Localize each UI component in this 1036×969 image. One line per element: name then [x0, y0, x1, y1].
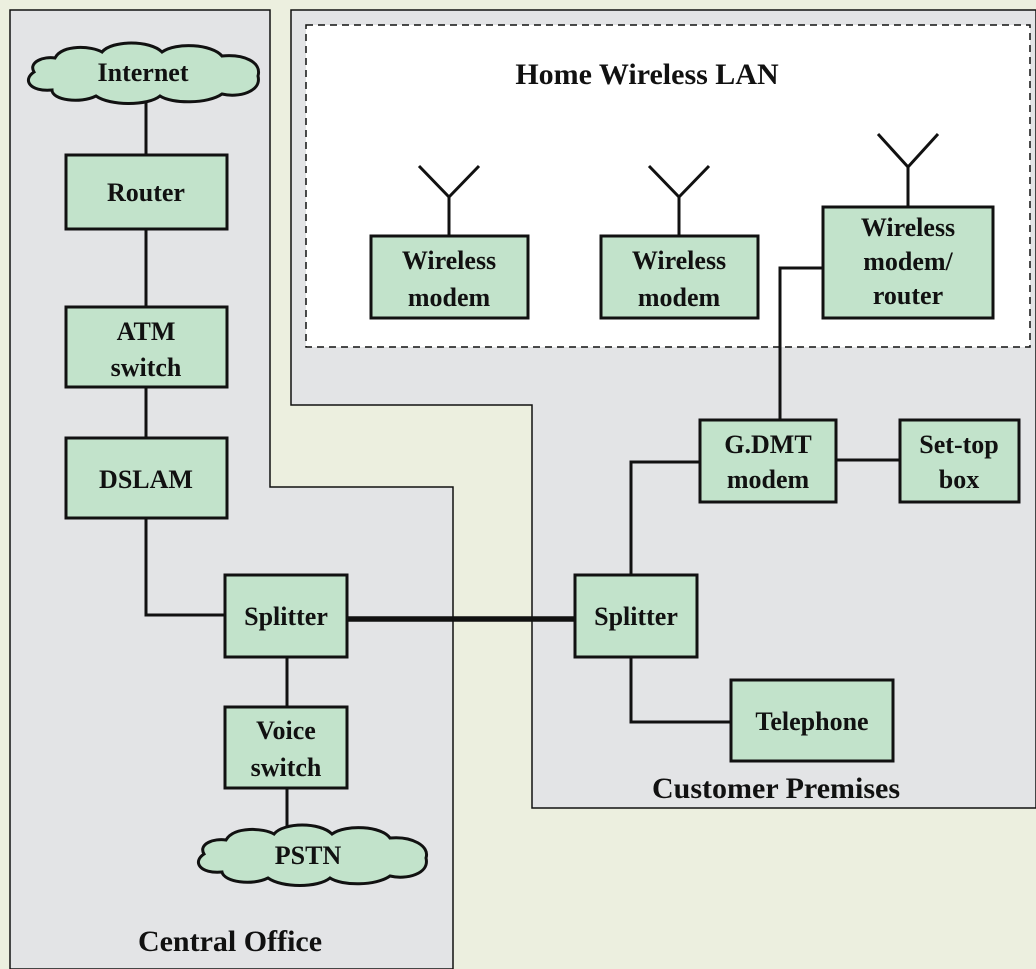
wireless-router-label-line-2: modem/	[863, 247, 953, 276]
wireless-router-label-line-3: router	[873, 281, 943, 310]
wireless-modem-1-label-line-1: Wireless	[402, 246, 496, 275]
internet-cloud: Internet	[27, 41, 260, 105]
wireless-router-label-line-1: Wireless	[861, 213, 955, 242]
wireless-modem-2-node: Wireless modem	[599, 234, 760, 320]
dslam-node: DSLAM	[64, 436, 229, 520]
dslam-label: DSLAM	[99, 465, 193, 494]
gdmt-modem-label-line-1: G.DMT	[724, 430, 811, 459]
link-cp-splitter-gdmt	[629, 460, 700, 575]
cp-splitter-node: Splitter	[573, 573, 699, 659]
voice-switch-label-line-2: switch	[251, 753, 322, 782]
antenna-icon	[647, 164, 711, 236]
region-label-home-wireless-lan: Home Wireless LAN	[515, 58, 779, 91]
gdmt-modem-node: G.DMT modem	[698, 418, 838, 504]
cp-splitter-label: Splitter	[594, 602, 678, 631]
cloud-icon	[27, 41, 260, 105]
set-top-box-label-line-1: Set-top	[919, 430, 998, 459]
link-cp-splitter-telephone	[629, 657, 731, 724]
antenna-icon	[876, 132, 940, 207]
connections	[144, 92, 900, 833]
region-label-central-office: Central Office	[138, 925, 322, 958]
wireless-router-node: Wireless modem/ router	[821, 205, 995, 320]
wireless-modem-1-node: Wireless modem	[369, 234, 530, 320]
router-node: Router	[64, 153, 229, 231]
antenna-icon	[417, 164, 481, 236]
voice-switch-node: Voice switch	[223, 705, 349, 790]
antennas	[417, 132, 940, 236]
voice-switch-label-line-1: Voice	[256, 716, 316, 745]
cloud-icon	[197, 823, 428, 887]
atm-switch-node: ATM switch	[64, 305, 229, 389]
pstn-label: PSTN	[275, 841, 342, 870]
telephone-label: Telephone	[755, 707, 868, 736]
region-label-customer-premises: Customer Premises	[652, 772, 900, 805]
wireless-modem-2-label-line-2: modem	[638, 283, 721, 312]
link-gdmt-wireless-router	[778, 266, 823, 420]
gdmt-modem-label-line-2: modem	[727, 465, 810, 494]
atm-switch-label-line-2: switch	[111, 353, 182, 382]
atm-switch-label-line-1: ATM	[117, 317, 176, 346]
telephone-node: Telephone	[729, 678, 895, 763]
co-splitter-node: Splitter	[223, 573, 349, 659]
set-top-box-node: Set-top box	[898, 418, 1021, 504]
router-label: Router	[107, 178, 185, 207]
link-dslam-splitter	[144, 518, 225, 617]
wireless-modem-2-label-line-1: Wireless	[632, 246, 726, 275]
wireless-modem-1-label-line-2: modem	[408, 283, 491, 312]
co-splitter-label: Splitter	[244, 602, 328, 631]
pstn-cloud: PSTN	[197, 823, 428, 887]
internet-label: Internet	[98, 58, 189, 87]
set-top-box-label-line-2: box	[939, 465, 979, 494]
